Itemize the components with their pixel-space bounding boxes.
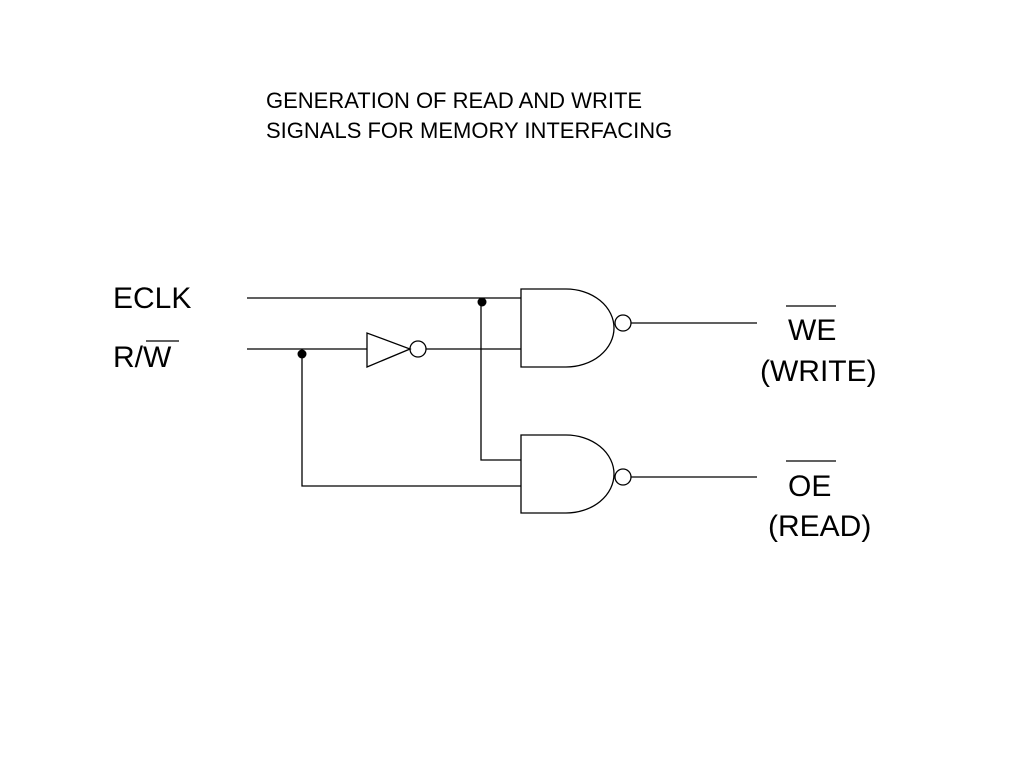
eclk-label: ECLK [113,282,192,315]
nand-we-bubble [614,314,632,332]
nand-gate-oe [520,434,615,514]
nand-oe-bubble [614,468,632,486]
rw-label-bar: W [143,341,172,374]
diagram-title: GENERATION OF READ AND WRITE SIGNALS FOR… [266,86,672,146]
title-line-1: GENERATION OF READ AND WRITE [266,88,643,113]
eclk-junction-dot [477,297,487,307]
oe-description: (READ) [768,510,872,543]
inverter-bubble [409,340,427,358]
rw-branch-wire [301,349,521,487]
inverter [366,332,412,368]
we-label: WE [788,314,837,347]
rw-label: R/W [113,341,171,375]
rw-junction-dot [297,349,307,359]
title-line-2: SIGNALS FOR MEMORY INTERFACING [266,118,673,143]
rw-label-prefix: R/ [113,341,143,374]
nand-gate-we [520,288,615,368]
eclk-branch-wire [480,298,521,461]
we-description: (WRITE) [760,355,877,388]
oe-label: OE [788,470,832,503]
